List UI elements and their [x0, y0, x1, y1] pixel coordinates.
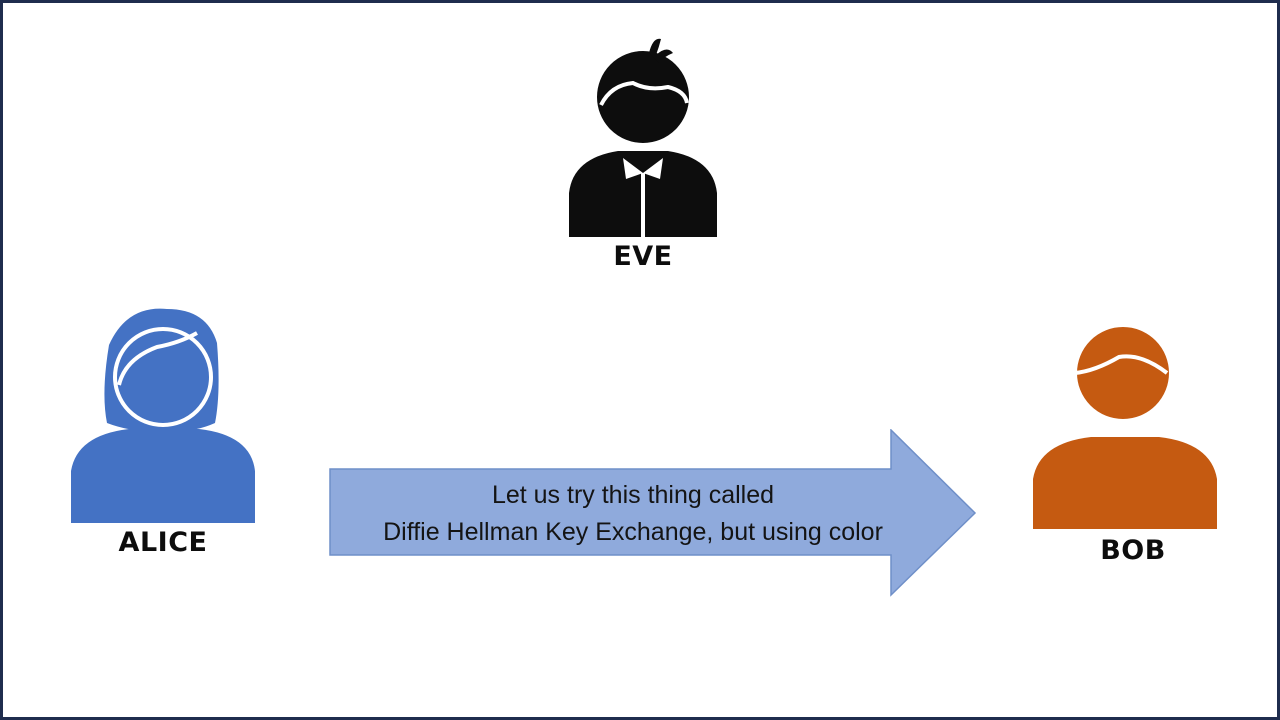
bob-person-icon	[1033, 323, 1217, 529]
eve-label: EVE	[613, 241, 673, 272]
message-arrow	[329, 429, 977, 597]
message-line-1: Let us try this thing called	[491, 481, 775, 509]
message-text: Let us try this thing called Diffie Hell…	[335, 477, 931, 551]
eve-person-icon	[569, 38, 717, 237]
message-line-2: Diffie Hellman Key Exchange, but using c…	[383, 518, 883, 546]
alice-label: ALICE	[118, 527, 208, 558]
alice-person-icon	[71, 308, 255, 523]
bob-label: BOB	[1100, 535, 1166, 566]
